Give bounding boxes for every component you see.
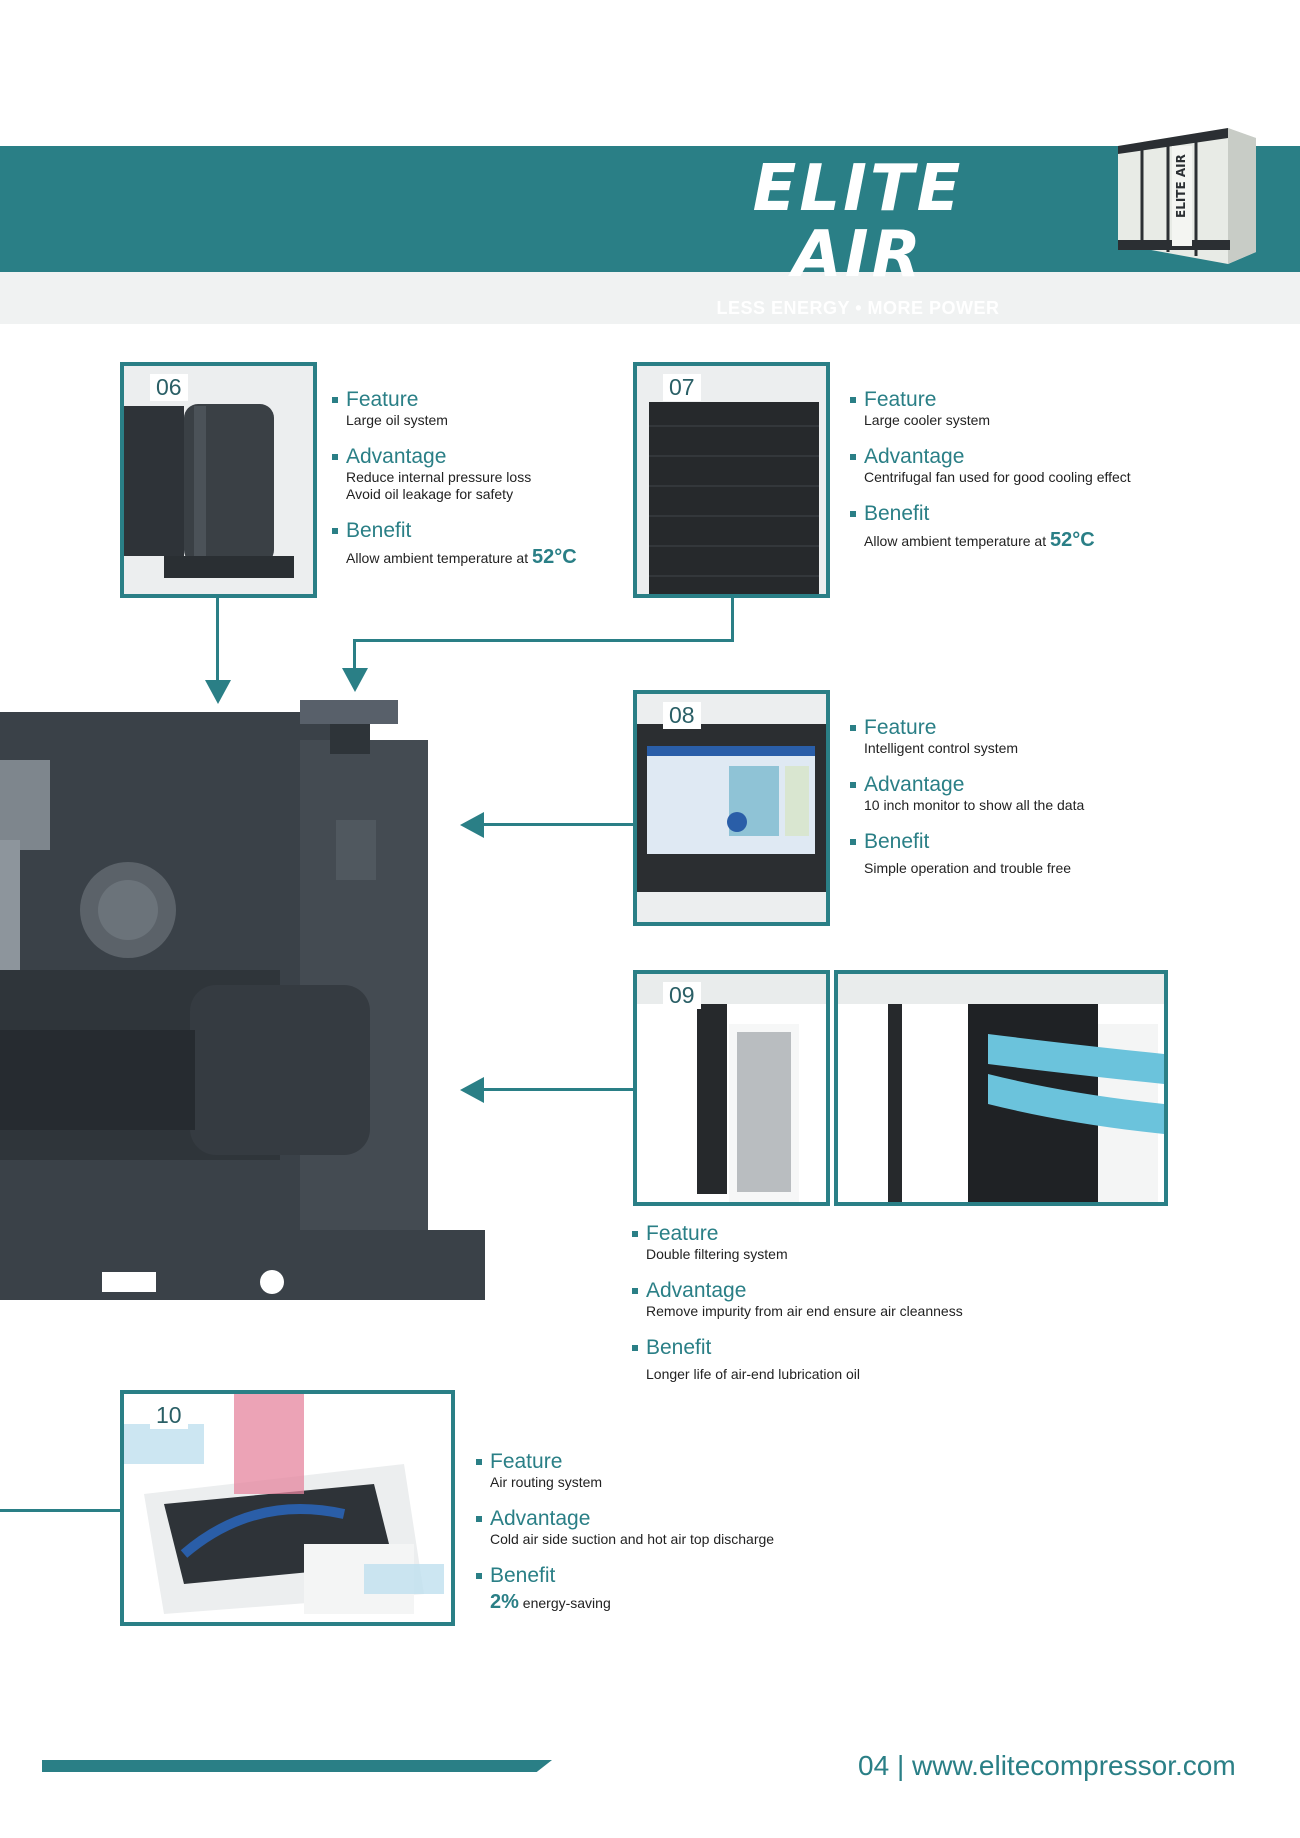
page-number: 04 xyxy=(858,1750,890,1781)
advantage-text: Centrifugal fan used for good cooling ef… xyxy=(864,469,1131,485)
feature-text: Double filtering system xyxy=(646,1246,788,1262)
connector-06-down xyxy=(216,598,219,688)
control-screen-image xyxy=(637,694,826,922)
bullet-icon xyxy=(332,528,338,534)
advantage-line-1: Reduce internal pressure loss xyxy=(346,469,532,485)
benefit-text: Allow ambient temperature at 52°C xyxy=(346,546,577,568)
advantage-label: Advantage xyxy=(850,773,1190,797)
filter-hands-image xyxy=(838,974,1164,1202)
benefit-text: 2% energy-saving xyxy=(490,1591,611,1613)
bullet-icon xyxy=(632,1345,638,1351)
arrow-down-07-icon xyxy=(342,668,368,692)
photo-07-cooler: 07 xyxy=(633,362,830,598)
benefit-label: Benefit xyxy=(850,502,1190,526)
connector-07-horizontal xyxy=(353,639,734,642)
item-number: 08 xyxy=(663,702,701,729)
advantage-label: Advantage xyxy=(850,445,1190,469)
item-06-text: Feature Large oil system Advantage Reduc… xyxy=(332,388,632,567)
arrow-left-09-icon xyxy=(460,1077,484,1103)
advantage-label: Advantage xyxy=(632,1279,1052,1303)
cooler-image xyxy=(637,366,826,594)
brand-logo: ELITE AIR xyxy=(752,152,964,292)
benefit-value: 52°C xyxy=(1049,529,1095,551)
feature-text: Air routing system xyxy=(490,1474,603,1490)
item-number: 06 xyxy=(150,374,188,401)
bullet-icon xyxy=(850,454,856,460)
photo-09-filter-hands xyxy=(834,970,1168,1206)
air-routing-image xyxy=(124,1394,451,1622)
bullet-icon xyxy=(850,725,856,731)
photo-09-filter: 09 xyxy=(633,970,830,1206)
cabinet-label: ELITE AIR xyxy=(1174,154,1188,218)
photo-06-oil-tank: 06 xyxy=(120,362,317,598)
filter-image xyxy=(637,974,826,1202)
item-number: 10 xyxy=(150,1402,188,1429)
connector-07-down xyxy=(731,598,734,642)
feature-label: Feature xyxy=(850,716,1190,740)
bullet-icon xyxy=(476,1516,482,1522)
item-10-text: Feature Air routing system Advantage Col… xyxy=(476,1450,876,1612)
connector-09-left xyxy=(480,1088,634,1091)
feature-text: Intelligent control system xyxy=(864,740,1019,756)
bullet-icon xyxy=(476,1459,482,1465)
photo-08-control-screen: 08 xyxy=(633,690,830,926)
photo-10-air-routing: 10 xyxy=(120,1390,455,1626)
item-number: 07 xyxy=(663,374,701,401)
bullet-icon xyxy=(850,511,856,517)
bullet-icon xyxy=(850,839,856,845)
bullet-icon xyxy=(476,1573,482,1579)
benefit-text: Allow ambient temperature at 52°C xyxy=(864,529,1095,551)
connector-07-drop xyxy=(353,639,356,683)
bullet-icon xyxy=(332,454,338,460)
advantage-text: 10 inch monitor to show all the data xyxy=(864,797,1085,813)
header-shadow-band xyxy=(0,272,1300,324)
feature-label: Feature xyxy=(332,388,632,412)
feature-text: Large cooler system xyxy=(864,412,991,428)
feature-text: Large oil system xyxy=(346,412,448,428)
brand-tagline: LESS ENERGY • MORE POWER xyxy=(716,298,1000,318)
bullet-icon xyxy=(850,397,856,403)
benefit-text: Longer life of air-end lubrication oil xyxy=(646,1366,861,1382)
compressor-machine-image xyxy=(0,700,485,1300)
feature-label: Feature xyxy=(850,388,1190,412)
benefit-text: Simple operation and trouble free xyxy=(864,860,1072,876)
oil-tank-image xyxy=(124,366,313,594)
compressor-cabinet-image: ELITE AIR xyxy=(1118,128,1256,264)
feature-label: Feature xyxy=(476,1450,876,1474)
brand-block: ELITE AIR LESS ENERGY • MORE POWER xyxy=(680,156,1036,319)
bullet-icon xyxy=(632,1288,638,1294)
bullet-icon xyxy=(632,1231,638,1237)
item-number: 09 xyxy=(663,982,701,1009)
benefit-value: 52°C xyxy=(531,546,577,568)
benefit-label: Benefit xyxy=(632,1336,1052,1360)
benefit-value: 2% xyxy=(490,1591,519,1613)
item-08-text: Feature Intelligent control system Advan… xyxy=(850,716,1190,877)
advantage-text: Cold air side suction and hot air top di… xyxy=(490,1531,775,1547)
benefit-label: Benefit xyxy=(332,519,632,543)
arrow-left-08-icon xyxy=(460,812,484,838)
advantage-label: Advantage xyxy=(332,445,632,469)
advantage-text: Remove impurity from air end ensure air … xyxy=(646,1303,963,1319)
benefit-label: Benefit xyxy=(476,1564,876,1588)
advantage-label: Advantage xyxy=(476,1507,876,1531)
header-banner xyxy=(0,146,1300,272)
footer-bar xyxy=(42,1760,552,1772)
arrow-down-06-icon xyxy=(205,680,231,704)
feature-label: Feature xyxy=(632,1222,1052,1246)
bullet-icon xyxy=(850,782,856,788)
benefit-label: Benefit xyxy=(850,830,1190,854)
bullet-icon xyxy=(332,397,338,403)
item-09-text: Feature Double filtering system Advantag… xyxy=(632,1222,1052,1383)
website-link[interactable]: www.elitecompressor.com xyxy=(912,1750,1236,1781)
connector-10-left xyxy=(0,1509,124,1512)
item-07-text: Feature Large cooler system Advantage Ce… xyxy=(850,388,1190,550)
footer-separator: | xyxy=(896,1750,905,1781)
advantage-line-2: Avoid oil leakage for safety xyxy=(346,486,514,502)
footer: 04 | www.elitecompressor.com xyxy=(858,1750,1236,1782)
connector-08-left xyxy=(480,823,634,826)
